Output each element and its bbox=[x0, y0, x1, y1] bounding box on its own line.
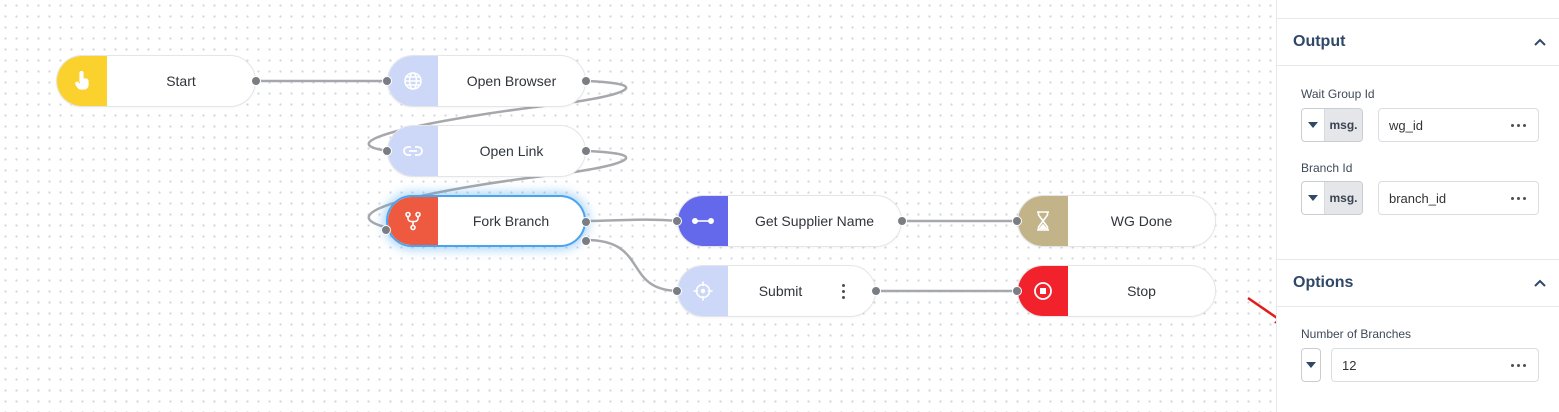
wait-group-id-input[interactable]: wg_id bbox=[1378, 108, 1539, 142]
node-fork-branch[interactable]: Fork Branch bbox=[381, 195, 591, 247]
node-open-link[interactable]: Open Link bbox=[382, 125, 591, 177]
node-submit-input-port[interactable] bbox=[672, 286, 682, 296]
node-submit[interactable]: Submit bbox=[672, 265, 881, 317]
wait-group-type-select[interactable]: msg. bbox=[1301, 108, 1363, 142]
number-of-branches-value: 12 bbox=[1342, 357, 1357, 373]
node-get-supplier-name-input-port[interactable] bbox=[672, 216, 682, 226]
branch-id-type-select[interactable]: msg. bbox=[1301, 181, 1363, 215]
more-options-icon[interactable] bbox=[1511, 196, 1526, 200]
node-stop-label: Stop bbox=[1127, 283, 1156, 299]
branch-id-label: Branch Id bbox=[1301, 161, 1353, 175]
node-open-link-icon-box bbox=[388, 126, 438, 176]
more-options-icon[interactable] bbox=[1511, 123, 1526, 127]
node-wg-done-input-port[interactable] bbox=[1012, 216, 1022, 226]
wait-group-prefix: msg. bbox=[1325, 109, 1362, 141]
output-section-title: Output bbox=[1293, 33, 1346, 50]
node-fork-branch-label: Fork Branch bbox=[472, 213, 550, 229]
properties-panel: Output Wait Group Id msg. wg_id Branch I… bbox=[1276, 0, 1559, 412]
node-open-link-label: Open Link bbox=[479, 143, 544, 159]
output-section-header[interactable]: Output bbox=[1277, 18, 1559, 66]
node-get-supplier-name-output-port[interactable] bbox=[897, 216, 907, 226]
node-start-label: Start bbox=[166, 73, 196, 89]
flow-canvas[interactable]: Start Open Browser Open Link bbox=[0, 0, 1288, 412]
branch-id-value: branch_id bbox=[1389, 190, 1447, 206]
node-stop-icon-box bbox=[1018, 266, 1068, 316]
node-submit-output-port[interactable] bbox=[871, 286, 881, 296]
caret-down-icon bbox=[1308, 195, 1318, 201]
branch-id-input[interactable]: branch_id bbox=[1378, 181, 1539, 215]
node-stop[interactable]: Stop bbox=[1012, 265, 1216, 317]
node-open-link-input-port[interactable] bbox=[382, 146, 392, 156]
node-start[interactable]: Start bbox=[56, 55, 261, 107]
node-get-supplier-name-icon-box bbox=[678, 196, 728, 246]
node-fork-branch-input-port[interactable] bbox=[381, 225, 391, 235]
link-icon bbox=[403, 146, 423, 156]
node-submit-icon-box bbox=[678, 266, 728, 316]
node-fork-branch-output-port-2[interactable] bbox=[581, 236, 591, 246]
wait-group-id-value: wg_id bbox=[1389, 117, 1423, 133]
number-of-branches-input[interactable]: 12 bbox=[1331, 348, 1539, 382]
node-submit-menu-icon[interactable] bbox=[833, 283, 853, 299]
options-section-header[interactable]: Options bbox=[1277, 259, 1559, 307]
options-section-title: Options bbox=[1293, 274, 1354, 291]
branch-id-prefix: msg. bbox=[1325, 182, 1362, 214]
node-get-supplier-name-label: Get Supplier Name bbox=[754, 213, 875, 229]
node-start-output-port[interactable] bbox=[251, 76, 261, 86]
node-start-icon-box bbox=[57, 56, 107, 106]
node-open-browser-input-port[interactable] bbox=[382, 76, 392, 86]
node-stop-input-port[interactable] bbox=[1012, 286, 1022, 296]
node-wg-done[interactable]: WG Done bbox=[1012, 195, 1216, 247]
chevron-up-icon[interactable] bbox=[1534, 38, 1546, 46]
touch-icon bbox=[75, 71, 89, 90]
node-open-browser-label: Open Browser bbox=[466, 73, 557, 89]
fork-icon bbox=[405, 211, 421, 231]
caret-down-icon bbox=[1306, 362, 1316, 368]
number-of-branches-label: Number of Branches bbox=[1301, 327, 1412, 341]
wait-group-id-label: Wait Group Id bbox=[1301, 87, 1375, 101]
node-wg-done-label: WG Done bbox=[1110, 213, 1173, 229]
stop-icon bbox=[1034, 282, 1052, 300]
crosshair-icon bbox=[693, 281, 713, 301]
connector-icon bbox=[692, 217, 714, 225]
more-options-icon[interactable] bbox=[1511, 363, 1526, 367]
node-open-browser-icon-box bbox=[388, 56, 438, 106]
node-fork-branch-output-port-1[interactable] bbox=[581, 217, 591, 227]
node-open-browser[interactable]: Open Browser bbox=[382, 55, 591, 107]
number-of-branches-type-select[interactable] bbox=[1301, 348, 1321, 382]
node-open-browser-output-port[interactable] bbox=[581, 76, 591, 86]
node-wg-done-icon-box bbox=[1018, 196, 1068, 246]
caret-down-icon bbox=[1308, 122, 1318, 128]
node-get-supplier-name[interactable]: Get Supplier Name bbox=[672, 195, 907, 247]
wire-fork-get-supplier bbox=[585, 218, 681, 223]
chevron-up-icon[interactable] bbox=[1534, 279, 1546, 287]
hourglass-icon bbox=[1037, 211, 1049, 231]
wire-fork-submit bbox=[585, 238, 681, 293]
node-submit-label: Submit bbox=[758, 283, 803, 299]
node-open-link-output-port[interactable] bbox=[581, 146, 591, 156]
node-fork-branch-icon-box bbox=[388, 197, 438, 245]
globe-icon bbox=[404, 72, 422, 90]
